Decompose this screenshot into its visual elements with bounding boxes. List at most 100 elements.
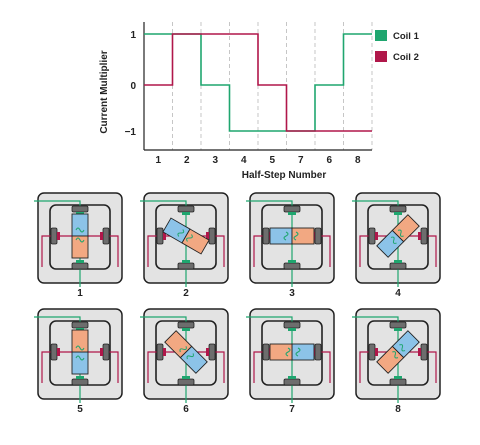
y-tick-labels: 10−1 [125,30,137,138]
motor-panel-8: 8 [352,308,441,415]
stator-pole-left [50,227,58,245]
rotor-south [164,330,193,359]
coil1-wire [246,200,293,287]
stator-pole-left [368,343,376,361]
pole-coil-top [76,212,84,215]
rotor-winding [179,346,194,360]
x-axis-label: Half-Step Number [242,170,327,181]
pole-coil-left [57,232,60,240]
legend-swatch-coil2 [375,51,387,62]
coil1-wire [140,316,187,403]
pole-coil-top [182,212,190,215]
pole-coil-bottom [394,260,402,263]
legend-label-coil1: Coil 1 [393,31,420,42]
panel-label: 2 [183,288,189,299]
pole-coil-left [163,348,166,356]
rotor-winding [285,347,301,357]
pole-coil-top [288,212,296,215]
rotor-winding [75,345,85,361]
rotor-north [291,343,315,361]
stator-pole-left [50,343,58,361]
pole-coil-top [288,328,296,331]
rotor [71,213,89,259]
rotor-south [269,343,293,361]
series-lines [144,33,372,132]
motor-panel-7: 7 [246,308,335,415]
rotor [376,330,420,374]
pole-coil-left [375,348,378,356]
stator-pole-bottom [283,262,301,270]
stator-pole-top [389,205,407,213]
y-tick-label: 0 [130,81,136,92]
pole-coil-bottom [182,260,190,263]
pole-coil-left [163,232,166,240]
panel-label: 7 [289,404,295,415]
stator-pole-top [177,205,195,213]
stator-pole-bottom [283,378,301,386]
x-tick-label: 8 [355,155,361,166]
stator-pole-top [283,321,301,329]
pole-coil-right [100,348,103,356]
pole-coil-left [375,232,378,240]
stator-pole-bottom [177,262,195,270]
pole-coil-right [206,348,209,356]
rotor-winding [392,344,406,359]
pole-coil-right [206,232,209,240]
stator-pole-top [389,321,407,329]
stator-pole-right [420,227,428,245]
rotor [376,214,420,258]
rotor-winding [75,227,85,243]
legend: Coil 1 Coil 2 [375,30,420,63]
motor-panel-2: 2 [140,192,229,299]
stator-pole-left [262,343,270,361]
coil1-wire [246,316,293,403]
pole-coil-right [100,232,103,240]
rotor-south [391,214,420,243]
stator-pole-left [262,227,270,245]
stator-pole-left [156,227,164,245]
stator-pole-top [283,205,301,213]
motor-panel-6: 6 [140,308,229,415]
rotor-south [181,228,210,255]
pole-coil-top [394,328,402,331]
y-axis-label: Current Multiplier [99,50,110,133]
pole-coil-bottom [76,260,84,263]
pole-coil-top [76,328,84,331]
x-tick-label: 4 [241,155,247,166]
rotor-north [269,227,293,245]
rotor-south [376,345,405,374]
panel-label: 3 [289,288,295,299]
stator-pole-bottom [177,378,195,386]
x-tick-label: 6 [326,155,332,166]
pole-coil-top [182,328,190,331]
panel-label: 5 [77,404,83,415]
legend-label-coil2: Coil 2 [393,52,419,63]
panel-label: 6 [183,404,189,415]
pole-coil-left [57,348,60,356]
rotor-north [71,213,89,237]
rotor-south [71,235,89,259]
rotor-winding [390,229,404,244]
rotor [162,217,210,255]
stator-pole-top [177,321,195,329]
y-tick-label: 1 [130,30,136,41]
stator-pole-bottom [71,262,89,270]
rotor-winding [177,229,193,242]
coil1-wire [352,200,399,287]
rotor [164,330,208,374]
motor-panel-4: 4 [352,192,441,299]
x-tick-label: 3 [212,155,218,166]
stator-pole-bottom [389,262,407,270]
stator-pole-right [314,227,322,245]
motor-panels: 1 2 3 4 5 6 7 8 [34,192,441,415]
stator-pole-top [71,205,89,213]
stator-pole-bottom [389,378,407,386]
stator-pole-right [102,227,110,245]
panel-label: 1 [77,288,83,299]
x-tick-label: 7 [298,155,304,166]
pole-coil-bottom [76,376,84,379]
pole-coil-top [394,212,402,215]
pole-coil-bottom [288,260,296,263]
